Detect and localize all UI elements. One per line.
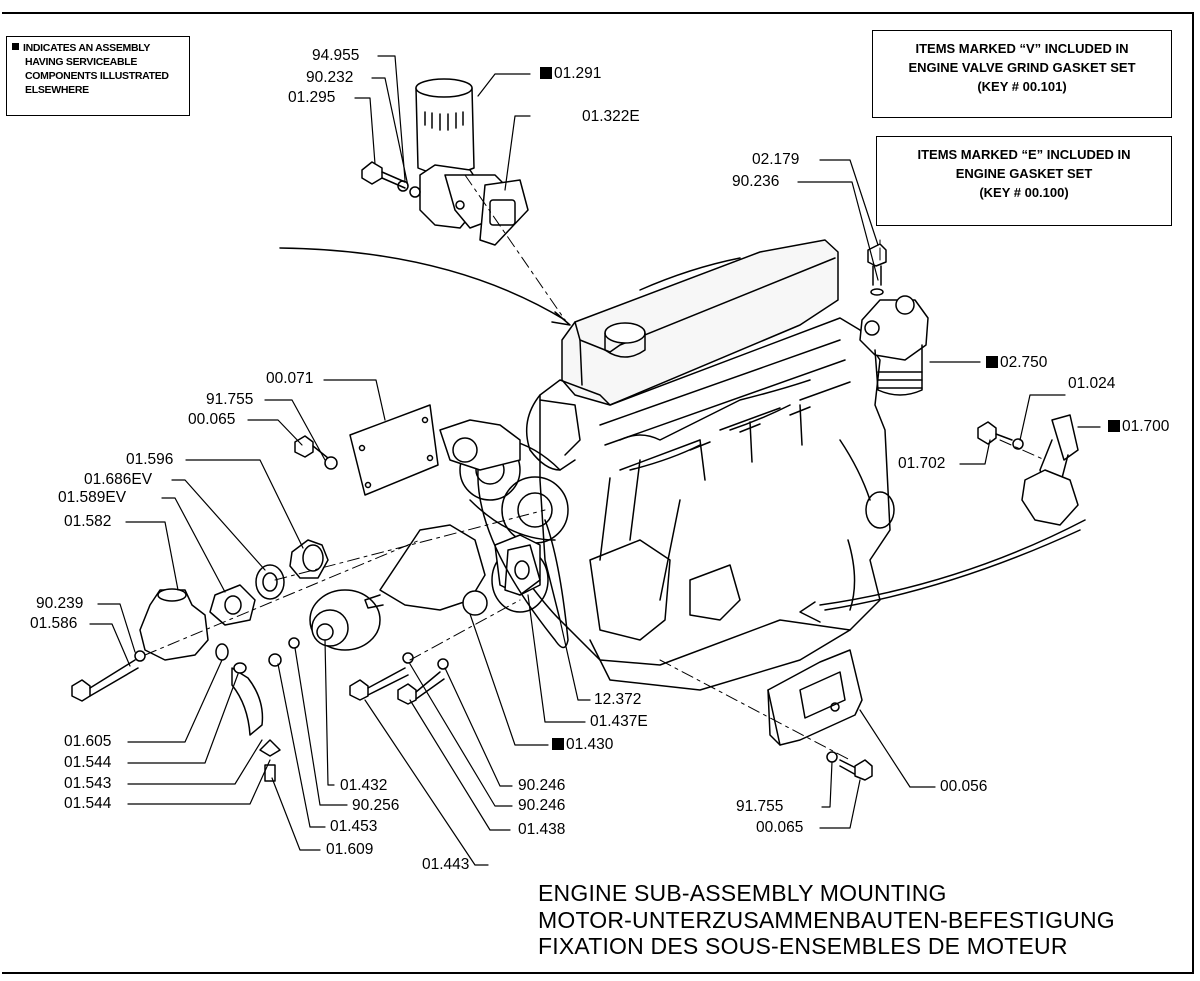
part-label: 01.686EV xyxy=(84,471,153,488)
note-line: (KEY # 00.100) xyxy=(979,185,1069,200)
part-label: 01.291 xyxy=(540,65,601,83)
part-label: 01.596 xyxy=(126,451,174,468)
valve-grind-note: ITEMS MARKED “V” INCLUDED IN ENGINE VALV… xyxy=(872,30,1172,118)
fuel-filter xyxy=(859,243,929,396)
assembly-marker-icon xyxy=(1108,420,1120,432)
part-label: 01.438 xyxy=(518,821,566,838)
legend-line: HAVING SERVICEABLE xyxy=(25,56,138,68)
part-label: 94.955 xyxy=(312,47,360,64)
part-label: 01.609 xyxy=(326,841,374,858)
part-number: 02.750 xyxy=(1000,354,1048,371)
part-number: 01.291 xyxy=(554,65,602,82)
diagram-title: ENGINE SUB-ASSEMBLY MOUNTING MOTOR-UNTER… xyxy=(538,880,1115,960)
part-label: 01.700 xyxy=(1108,418,1169,436)
part-label: 91.755 xyxy=(206,391,254,408)
note-line: ENGINE GASKET SET xyxy=(955,166,1093,181)
title-line-fr: FIXATION DES SOUS-ENSEMBLES DE MOTEUR xyxy=(538,933,1068,959)
part-label: 90.246 xyxy=(518,797,566,814)
engine-mount xyxy=(767,649,873,781)
part-label: 01.295 xyxy=(288,89,336,106)
water-pump-assembly xyxy=(71,404,569,782)
part-label: 01.443 xyxy=(422,856,470,873)
part-label: 01.589EV xyxy=(58,489,127,506)
note-line: ITEMS MARKED “V” INCLUDED IN xyxy=(915,41,1129,56)
part-label: 00.071 xyxy=(266,370,314,387)
sheet-border xyxy=(2,12,1194,974)
note-line: (KEY # 00.101) xyxy=(977,79,1067,94)
part-label: 01.453 xyxy=(330,818,378,835)
title-line-de: MOTOR-UNTERZUSAMMENBAUTEN-BEFESTIGUNG xyxy=(538,906,1115,933)
part-label: 01.702 xyxy=(898,455,946,472)
part-label: 90.256 xyxy=(352,797,400,814)
part-label: 01.432 xyxy=(340,777,388,794)
part-label: 90.232 xyxy=(306,69,354,86)
part-number: 01.700 xyxy=(1122,418,1170,435)
title-line-en: ENGINE SUB-ASSEMBLY MOUNTING xyxy=(538,880,947,906)
part-label: 90.236 xyxy=(732,173,780,190)
part-label: 00.056 xyxy=(940,778,988,795)
part-label: 01.322E xyxy=(582,108,640,125)
part-label: 01.543 xyxy=(64,775,112,792)
part-label: 02.750 xyxy=(986,354,1047,372)
part-label: 01.024 xyxy=(1068,375,1116,392)
assembly-marker-icon xyxy=(986,356,998,368)
part-label: 91.755 xyxy=(736,798,784,815)
part-label: 01.586 xyxy=(30,615,78,632)
part-label: 01.430 xyxy=(552,736,613,754)
part-label: 01.544 xyxy=(64,795,112,812)
part-label: 01.605 xyxy=(64,733,112,750)
square-marker-icon xyxy=(12,43,19,50)
legend-box: INDICATES AN ASSEMBLY HAVING SERVICEABLE… xyxy=(6,36,190,116)
part-label: 90.246 xyxy=(518,777,566,794)
part-label: 02.179 xyxy=(752,151,800,168)
part-label: 01.544 xyxy=(64,754,112,771)
part-label: 00.065 xyxy=(188,411,236,428)
legend-line: INDICATES AN ASSEMBLY xyxy=(23,42,151,54)
part-label: 12.372 xyxy=(594,691,642,708)
part-label: 00.065 xyxy=(756,819,804,836)
note-line: ITEMS MARKED “E” INCLUDED IN xyxy=(917,147,1131,162)
legend-line: ELSEWHERE xyxy=(25,84,89,96)
part-label: 01.582 xyxy=(64,513,112,530)
note-line: ENGINE VALVE GRIND GASKET SET xyxy=(908,60,1136,75)
oil-filter-assembly xyxy=(361,78,529,246)
part-number: 01.430 xyxy=(566,736,614,753)
distributor-drive xyxy=(977,414,1079,526)
gasket-set-note: ITEMS MARKED “E” INCLUDED IN ENGINE GASK… xyxy=(876,136,1172,226)
engine-block xyxy=(439,239,895,691)
legend-line: COMPONENTS ILLUSTRATED xyxy=(25,70,169,82)
assembly-marker-icon xyxy=(540,67,552,79)
part-label: 01.437E xyxy=(590,713,648,730)
assembly-marker-icon xyxy=(552,738,564,750)
part-label: 90.239 xyxy=(36,595,84,612)
